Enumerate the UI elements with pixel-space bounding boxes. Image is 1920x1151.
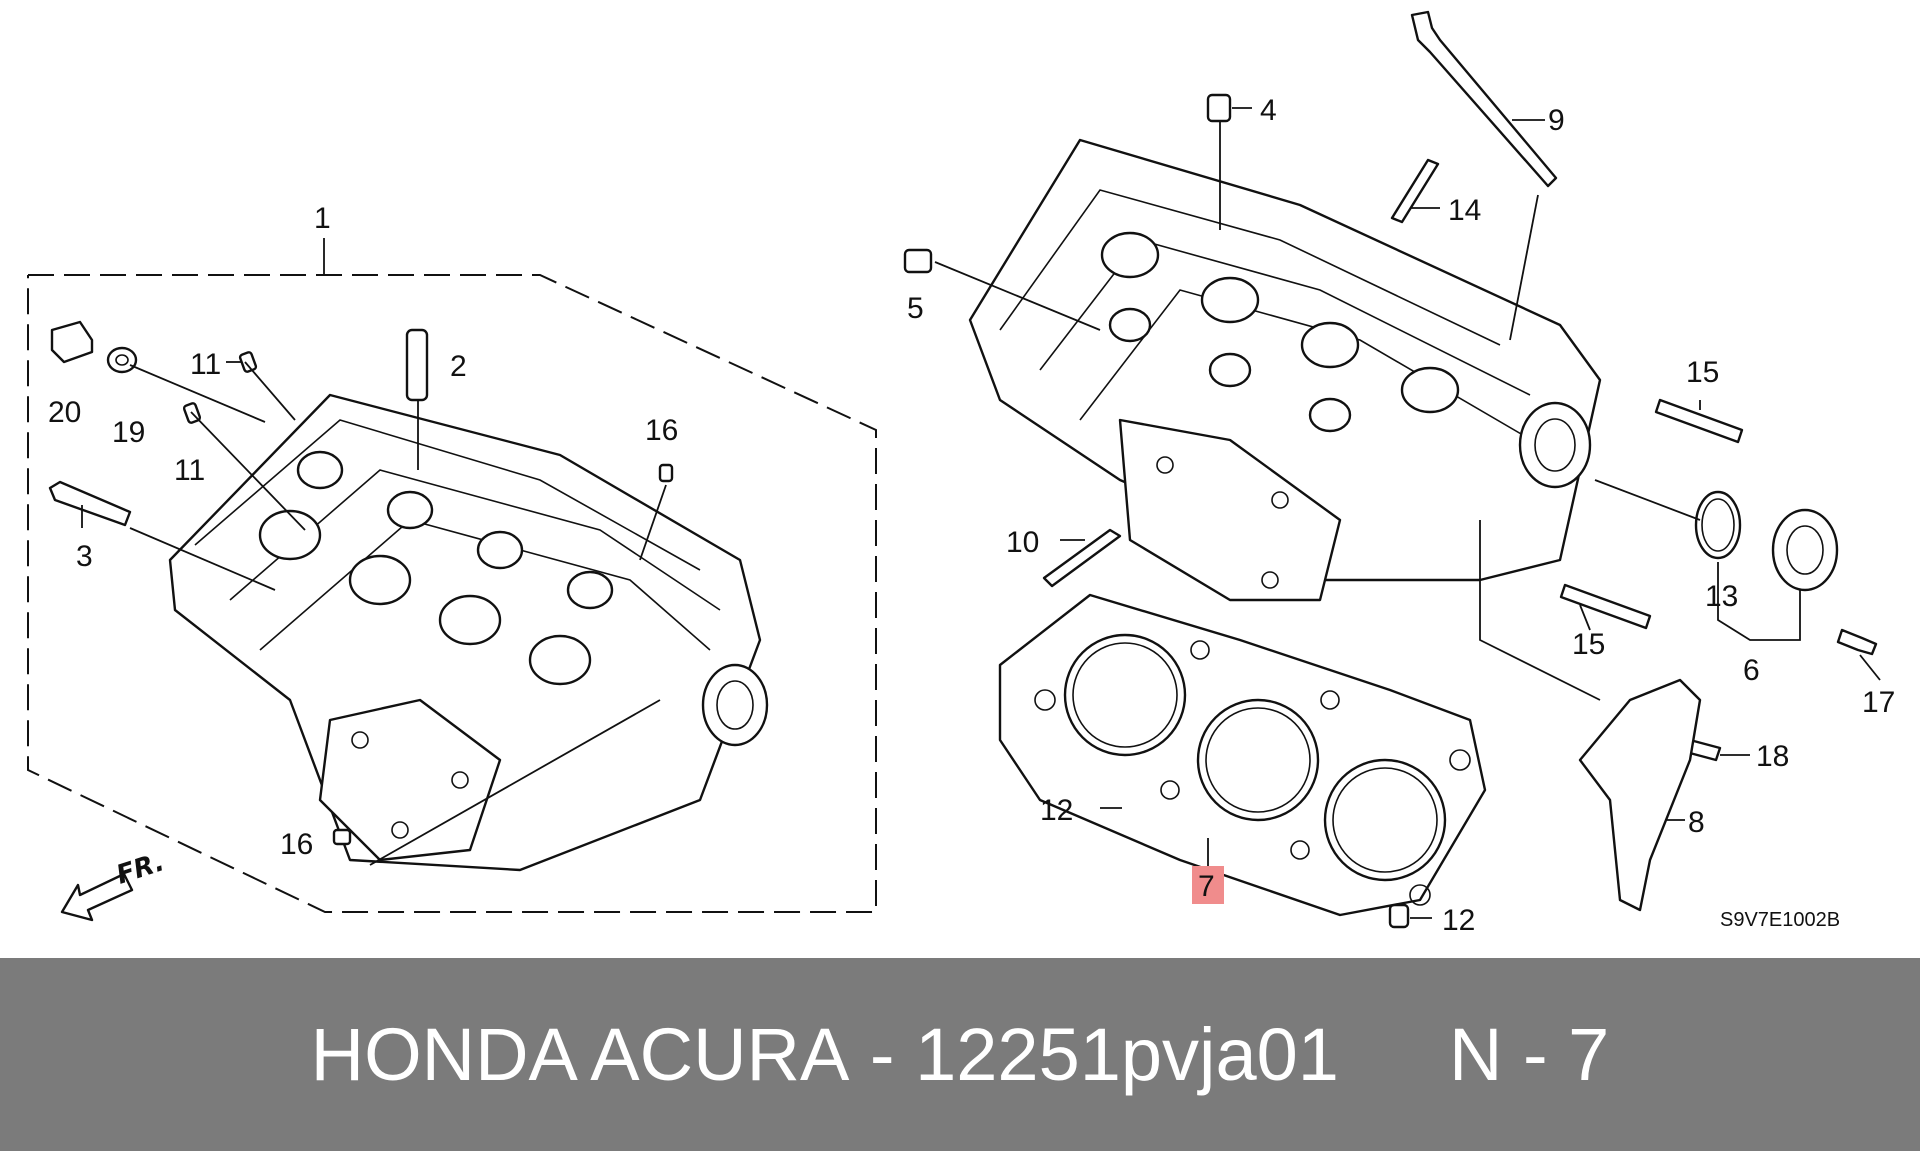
right-leader-lines xyxy=(934,107,1881,919)
callout-18: 18 xyxy=(1756,740,1789,773)
callout-6: 6 xyxy=(1743,654,1760,687)
callout-13: 13 xyxy=(1705,580,1738,613)
left-leader-lines xyxy=(81,361,667,866)
part-15-stud-b xyxy=(1559,583,1652,630)
callout-20: 20 xyxy=(48,396,81,429)
left-cam-journals xyxy=(258,450,614,686)
callout-labels: 1 2 3 4 5 6 7 8 9 10 11 11 12 12 13 14 1… xyxy=(48,94,1895,937)
parts-diagram: 1 2 3 4 5 6 7 8 9 10 11 11 12 12 13 14 1… xyxy=(27,10,1895,937)
callout-8: 8 xyxy=(1688,806,1705,839)
part-13-o-ring xyxy=(1694,490,1742,560)
callout-14: 14 xyxy=(1448,194,1481,227)
callout-12-lower: 12 xyxy=(1442,904,1475,937)
footer-separator: - xyxy=(869,1013,895,1096)
callout-12-upper: 12 xyxy=(1040,794,1073,827)
footer-brand: HONDA ACURA xyxy=(310,1013,850,1096)
callout-4: 4 xyxy=(1260,94,1277,127)
left-cylinder-head xyxy=(168,393,769,872)
callout-16-lower: 16 xyxy=(280,828,313,861)
part-19-washer xyxy=(106,346,138,374)
diagram-code: S9V7E1002B xyxy=(1720,909,1840,931)
callout-11-lower: 11 xyxy=(174,454,205,487)
part-3-bolt xyxy=(48,480,132,527)
part-16-pin-b xyxy=(332,828,352,846)
callout-9: 9 xyxy=(1548,104,1565,137)
footer-reference: N - 7 xyxy=(1448,1013,1610,1096)
footer-part-number: 12251pvja01 xyxy=(915,1013,1339,1096)
footer-bar: HONDA ACURA - 12251pvja01 N - 7 xyxy=(0,958,1920,1151)
callout-19: 19 xyxy=(112,416,145,449)
callout-1: 1 xyxy=(314,202,331,235)
callout-7: 7 xyxy=(1198,870,1215,903)
part-20-plug xyxy=(50,320,94,364)
right-cylinder-head xyxy=(968,138,1602,602)
part-16-pin-a xyxy=(658,463,674,483)
callout-15-upper: 15 xyxy=(1686,356,1719,389)
callout-10: 10 xyxy=(1006,526,1039,559)
callout-17: 17 xyxy=(1862,686,1895,719)
part-10-stud xyxy=(1042,528,1122,588)
part-8-bracket xyxy=(1578,678,1702,912)
part-17-bolt xyxy=(1836,628,1878,656)
callout-3: 3 xyxy=(76,540,93,573)
part-14-stud xyxy=(1390,158,1440,224)
head-gasket xyxy=(998,593,1487,917)
callout-2: 2 xyxy=(450,350,467,383)
part-2-stud xyxy=(405,328,429,402)
callout-16-upper: 16 xyxy=(645,414,678,447)
part-11-dowel-a xyxy=(238,351,258,373)
front-direction-label: FR. xyxy=(113,847,168,890)
part-6-cover xyxy=(1771,508,1839,592)
callout-15-lower: 15 xyxy=(1572,628,1605,661)
right-cam-journals xyxy=(1100,231,1460,433)
left-small-parts xyxy=(48,320,674,846)
front-direction-arrow xyxy=(60,872,134,922)
part-12-dowel-b xyxy=(1388,903,1410,929)
part-5-plug xyxy=(903,248,933,274)
callout-7-highlight xyxy=(1192,866,1224,904)
part-9-bolt xyxy=(1410,10,1558,188)
part-15-stud-a xyxy=(1654,398,1744,444)
left-assembly-frame xyxy=(27,238,877,913)
callout-11-upper: 11 xyxy=(190,348,221,381)
callout-5: 5 xyxy=(907,292,924,325)
part-4-nut xyxy=(1206,93,1232,123)
